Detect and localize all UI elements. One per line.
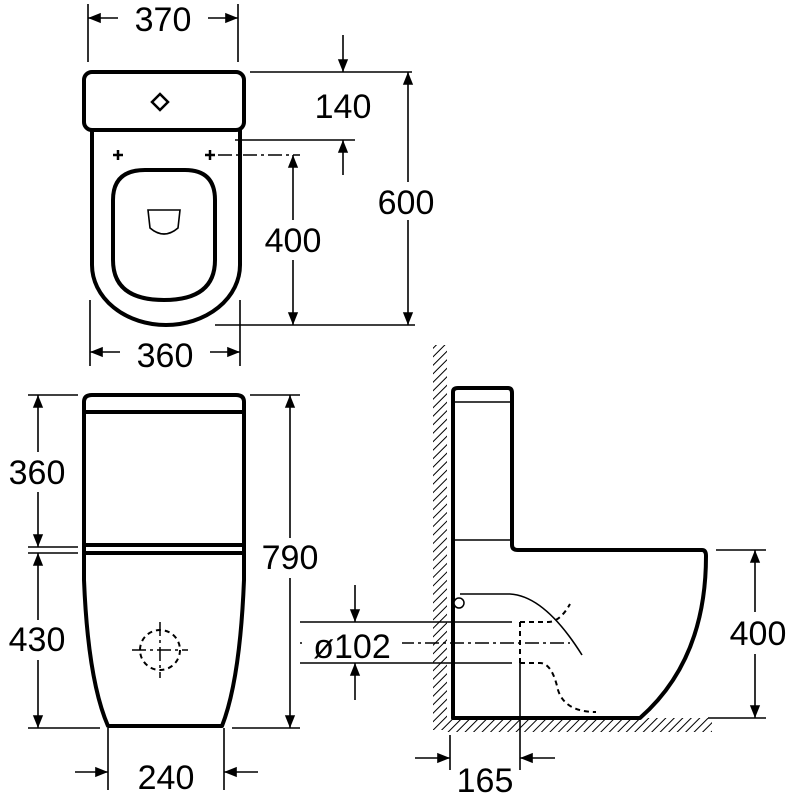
dim-top-width: 370 [135, 1, 192, 39]
top-view: 370 360 140 600 400 [82, 1, 445, 375]
dim-outlet-from-wall: 165 [457, 762, 514, 800]
dim-seat-height: 400 [730, 615, 787, 653]
bowl-front-outline [82, 553, 246, 728]
bowl-top-outline [90, 130, 242, 327]
dim-bowl-width: 360 [137, 337, 194, 375]
dim-total-depth: 600 [378, 184, 435, 222]
tank-top-outline [82, 70, 246, 132]
dim-base-width: 240 [138, 759, 195, 797]
lid-outline [82, 393, 246, 414]
toilet-side-outline [451, 386, 708, 720]
trapway-curve [460, 593, 583, 656]
dim-total-height: 790 [262, 539, 319, 577]
dim-outlet-diameter: ø102 [313, 628, 391, 666]
fixing-point-icon [113, 150, 215, 160]
floor-hatch [447, 718, 712, 732]
front-view: 360 430 790 240 [0, 393, 328, 797]
seat-outline [111, 168, 217, 302]
dim-tank-height: 360 [9, 454, 66, 492]
bowl-opening [147, 209, 181, 235]
tank-front-outline [82, 412, 246, 547]
flush-button-icon [150, 92, 170, 112]
wall-hatch [433, 345, 447, 730]
side-view: ø102 165 400 [300, 345, 796, 800]
dim-fixing-to-front: 400 [265, 222, 322, 260]
dim-tank-depth: 140 [315, 88, 372, 126]
dim-bowl-height: 430 [9, 621, 66, 659]
